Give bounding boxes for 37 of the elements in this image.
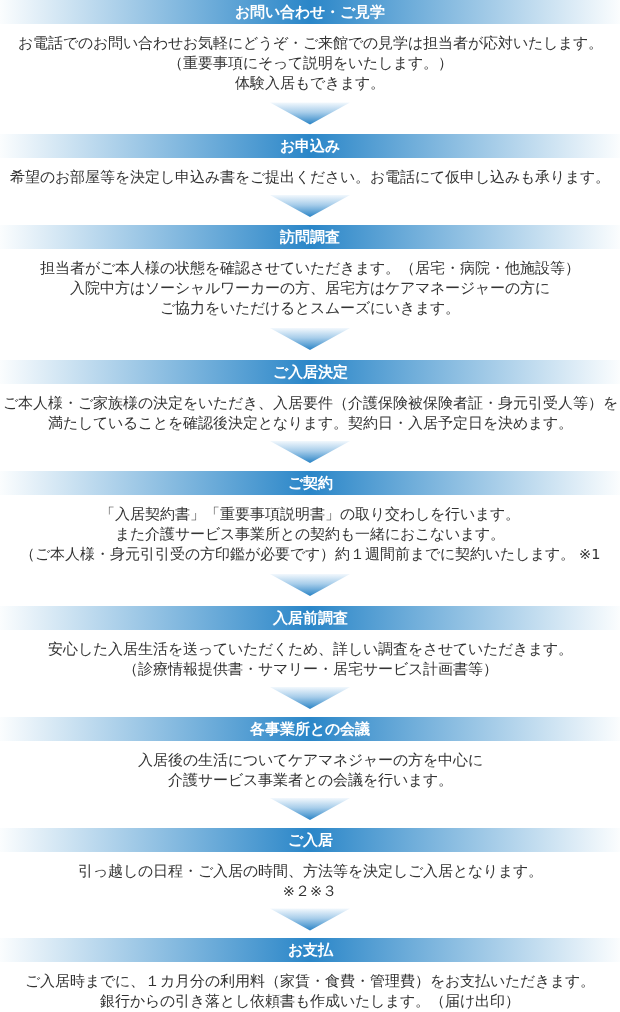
description-line: （ご本人様・身元引引受の方印鑑が必要です）約１週間前までに契約いたします。 ※1 bbox=[19, 545, 601, 564]
description-line: お電話でのお問い合わせお気軽にどうぞ・ご来館での見学は担当者が応対いたします。 bbox=[17, 34, 603, 53]
description-line: ご本人様・ご家族様の決定をいただき、入居要件（介護保険被保険者証・身元引受人等）を bbox=[2, 394, 618, 413]
description-line: 引っ越しの日程・ご入居の時間、方法等を決定しご入居となります。 bbox=[77, 862, 543, 881]
description-line: 体験入居もできます。 bbox=[235, 74, 385, 93]
description-line: また介護サービス事業所との契約も一緒におこないます。 bbox=[115, 525, 505, 544]
step-header-bar: 訪問調査 bbox=[0, 225, 620, 249]
step-header-bar: ご入居 bbox=[0, 828, 620, 852]
description-line: （重要事項にそって説明をいたします。） bbox=[167, 54, 453, 73]
description-line: 安心した入居生活を送っていただくため、詳しい調査をさせていただきます。 bbox=[47, 640, 573, 659]
step-header-bar: お問い合わせ・ご見学 bbox=[0, 0, 620, 24]
description-line: ご入居時までに、１カ月分の利用料（家賃・食費・管理費）をお支払いただきます。 bbox=[25, 972, 595, 991]
description-line: ※２※３ bbox=[282, 882, 338, 901]
flow-arrow bbox=[270, 102, 350, 125]
flow-arrow bbox=[270, 798, 350, 820]
flow-arrow bbox=[270, 908, 350, 931]
flow-arrow bbox=[270, 195, 350, 217]
flow-arrow bbox=[270, 574, 350, 596]
description-line: 担当者がご本人様の状態を確認させていただきます。（居宅・病院・他施設等） bbox=[40, 259, 580, 278]
step-header-bar: お支払 bbox=[0, 938, 620, 962]
description-line: 銀行からの引き落とし依頼書も作成いたします。（届け出印） bbox=[100, 992, 520, 1011]
description-line: 入院中方はソーシャルワーカーの方、居宅方はケアマネージャーの方に bbox=[70, 279, 550, 298]
flow-arrow bbox=[270, 687, 350, 709]
description-line: （診療情報提供書・サマリー・居宅サービス計画書等） bbox=[122, 660, 498, 679]
description-line: 入居後の生活についてケアマネジャーの方を中心に bbox=[137, 751, 483, 770]
description-line: 希望のお部屋等を決定し申込み書をご提出ください。お電話にて仮申し込みも承ります。 bbox=[10, 168, 610, 187]
description-line: 介護サービス事業者との会議を行います。 bbox=[167, 771, 453, 790]
step-header-bar: ご契約 bbox=[0, 471, 620, 495]
flow-arrow bbox=[270, 328, 350, 350]
description-line: 満たしていることを確認後決定となります。契約日・入居予定日を決めます。 bbox=[47, 414, 573, 433]
flow-arrow bbox=[270, 441, 350, 463]
step-header-bar: ご入居決定 bbox=[0, 360, 620, 384]
step-header-bar: お申込み bbox=[0, 134, 620, 158]
step-header-bar: 各事業所との会議 bbox=[0, 717, 620, 741]
step-header-bar: 入居前調査 bbox=[0, 606, 620, 630]
description-line: ご協力をいただけるとスムーズにいきます。 bbox=[160, 299, 460, 318]
description-line: 「入居契約書」「重要事項説明書」の取り交わしを行います。 bbox=[100, 505, 520, 524]
